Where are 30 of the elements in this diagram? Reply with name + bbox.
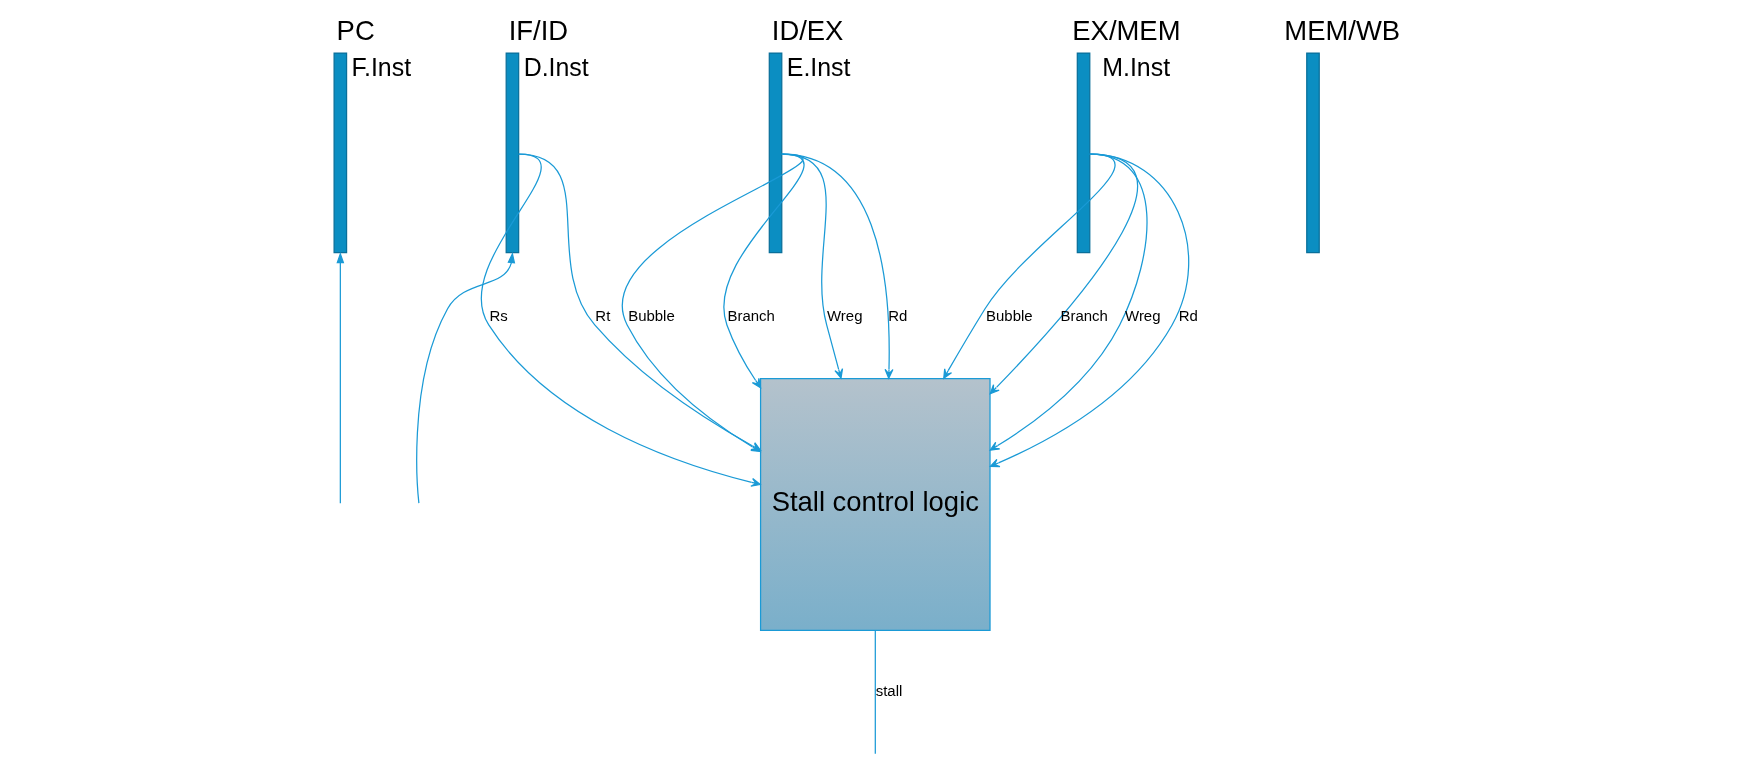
edge-label: Branch	[1060, 306, 1108, 324]
edge-label: Rs	[489, 306, 508, 324]
arrow	[723, 153, 805, 389]
node-label: ID/EX	[771, 15, 844, 47]
node-label: D.Inst	[523, 52, 589, 81]
edge-label: Bubble	[628, 306, 675, 324]
edge-label: Rd	[1178, 306, 1198, 324]
node-label: IF/ID	[508, 15, 569, 47]
arrow	[943, 153, 1116, 379]
node-label: PC	[336, 15, 375, 47]
node-box: Stall control logic	[759, 377, 991, 632]
edge-label: stall	[875, 682, 903, 700]
arrow	[989, 153, 1148, 451]
node-label: E.Inst	[786, 52, 851, 81]
edge-label: Wreg	[827, 306, 863, 324]
edge-label: Bubble	[986, 306, 1033, 324]
node-label: M.Inst	[1102, 52, 1171, 81]
arrow	[336, 251, 345, 504]
arrow	[781, 153, 894, 379]
arrow	[989, 153, 1190, 468]
edge-label: Wreg	[1125, 306, 1161, 324]
arrow	[416, 251, 516, 504]
edge-label: Rt	[595, 306, 611, 324]
connector	[874, 629, 876, 755]
edge-label: Branch	[727, 306, 775, 324]
node-label: EX/MEM	[1072, 15, 1181, 47]
node-label: F.Inst	[351, 52, 412, 81]
edge-label: Rd	[888, 306, 908, 324]
arrow	[989, 153, 1138, 395]
node-label: MEM/WB	[1284, 15, 1401, 47]
